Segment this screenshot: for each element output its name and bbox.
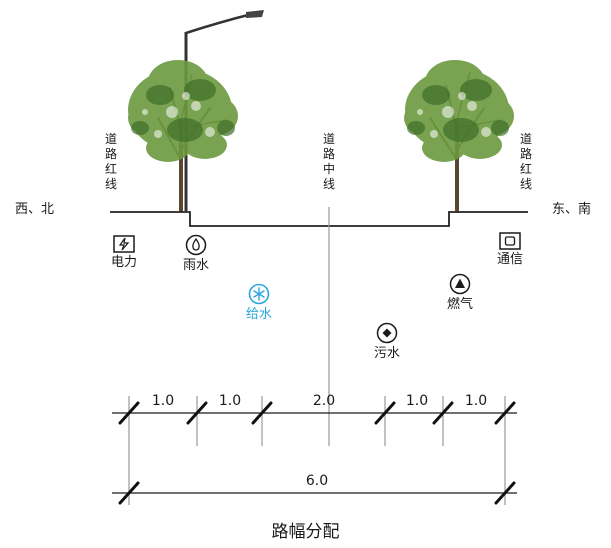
vertical-char: 道 [519,132,532,146]
utility-rain: 雨水 [166,234,226,272]
vertical-char: 道 [322,132,335,146]
vertical-char: 红 [519,162,532,176]
vertical-char: 中 [322,162,335,176]
dimension-label-1: 1.0 [151,393,175,409]
utility-label: 电力 [110,255,137,270]
dimension-label-4: 1.0 [405,393,429,409]
utility-label: 燃气 [446,297,473,312]
vertical-char: 道 [104,132,117,146]
utility-telecom: 通信 [480,232,540,266]
dimension-ticks [118,401,516,505]
snowflake-circle-icon [248,283,270,305]
utility-label: 雨水 [182,258,209,273]
vertical-char: 线 [104,177,117,191]
utility-sewage: 污水 [357,322,417,360]
dimension-lines [112,396,517,505]
triangle-circle-icon [449,273,471,295]
utility-label: 给水 [245,307,272,322]
road-center-line-label: 道 路 中 线 [322,132,336,192]
tree-left-icon [128,60,238,212]
side-label-west-north: 西、北 [15,202,55,217]
left-road-red-line-label: 道 路 红 线 [104,132,118,192]
dimension-label-5: 1.0 [464,393,488,409]
side-label-east-south: 东、南 [552,202,592,217]
lightning-box-icon [113,235,135,253]
water-drop-icon [185,234,207,256]
vertical-char: 路 [322,147,335,161]
vertical-char: 路 [104,147,117,161]
dimension-label-3: 2.0 [312,393,336,409]
utility-power: 电力 [94,235,154,269]
diamond-circle-icon [376,322,398,344]
vertical-char: 红 [104,162,117,176]
vertical-char: 线 [519,177,532,191]
vertical-char: 路 [519,147,532,161]
ground-profile [110,211,528,227]
dimension-label-2: 1.0 [218,393,242,409]
vertical-char: 线 [322,177,335,191]
utility-water-supply: 给水 [229,283,289,321]
utility-label: 污水 [373,346,400,361]
tree-right-icon [404,60,514,212]
utility-label: 通信 [496,252,523,267]
rect-box-icon [499,232,521,250]
right-road-red-line-label: 道 路 红 线 [519,132,533,192]
utility-gas: 燃气 [430,273,490,311]
dimension-label-total: 6.0 [305,473,329,489]
diagram-caption: 路幅分配 [271,522,340,542]
